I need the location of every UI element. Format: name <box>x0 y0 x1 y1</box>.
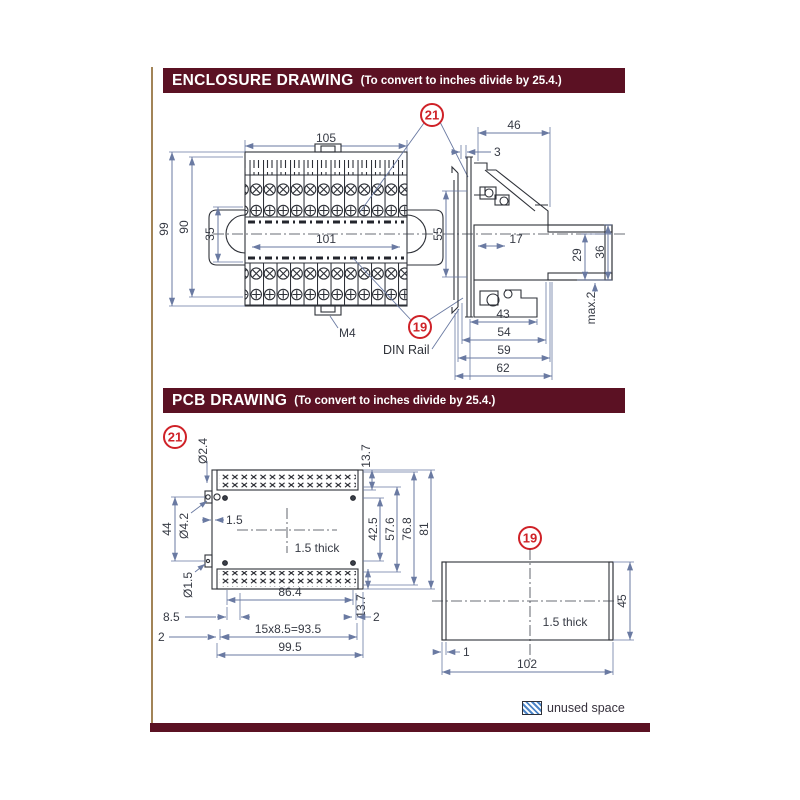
din-rail-label: DIN Rail <box>383 343 430 357</box>
pcb-left-pin-span: 44 <box>160 522 174 536</box>
pcb-left-pitch-total: 15x8.5=93.5 <box>255 622 322 636</box>
dim-front-mid-height: 35 <box>203 227 217 241</box>
dim-side-lower: 29 <box>570 248 584 262</box>
pcb-left-height: 81 <box>417 522 431 536</box>
dim-front-height: 99 <box>157 222 171 236</box>
enclosure-front-view: 105 101 <box>157 131 444 340</box>
enclosure-side-view: 46 3 55 17 29 36 max.2 43 <box>431 118 625 380</box>
dim-side-gap: 3 <box>494 145 501 159</box>
pcb-drawing: 21 1.5 thick 1.5 Ø2.4 <box>158 425 634 676</box>
pcb-left-first-pitch: 8.5 <box>163 610 180 624</box>
dim-side-s2: 54 <box>497 325 511 339</box>
pcb-left-pads-span: 57.6 <box>383 517 397 541</box>
pcb-left-pin-top: Ø2.4 <box>196 438 210 464</box>
dim-front-screw: M4 <box>339 326 356 340</box>
pcb-left-view: 21 1.5 thick 1.5 Ø2.4 <box>158 425 435 659</box>
pcb-left-holes-span: 42.5 <box>366 517 380 541</box>
pcb-left-width: 99.5 <box>278 640 302 654</box>
callout-21: 21 <box>425 108 439 123</box>
dim-side-s3: 59 <box>497 343 511 357</box>
callout-19: 19 <box>413 320 427 335</box>
dim-side-upper: 36 <box>593 245 607 259</box>
pcb-left-strip-bottom: 13.7 <box>354 594 368 618</box>
legend: unused space <box>522 701 625 715</box>
pcb-callout-21: 21 <box>168 430 182 445</box>
pcb-callout-21-circle <box>163 425 187 449</box>
pcb-left-edge: 1.5 <box>226 513 243 527</box>
pcb-left-pads-width: 86.4 <box>278 585 302 599</box>
pcb-callout-19: 19 <box>523 531 537 546</box>
enclosure-header-note: (To convert to inches divide by 25.4.) <box>360 74 562 87</box>
bottom-rule <box>150 723 650 732</box>
pcb-left-thickness: 1.5 thick <box>295 541 341 555</box>
enclosure-section-header: ENCLOSURE DRAWING (To convert to inches … <box>163 68 625 93</box>
unused-space-hatch-swatch <box>522 701 542 715</box>
pcb-right-edge: 1 <box>463 645 470 659</box>
enclosure-callouts: 21 19 DIN Rail <box>352 103 469 357</box>
pcb-left-hole: Ø4.2 <box>177 513 191 539</box>
pcb-left-strip-top: 13.7 <box>359 444 373 468</box>
left-margin-rule <box>151 67 153 723</box>
pcb-right-height: 45 <box>615 594 629 608</box>
dim-front-inner-width: 101 <box>316 232 336 246</box>
pcb-right-thickness: 1.5 thick <box>543 615 589 629</box>
pcb-header-note: (To convert to inches divide by 25.4.) <box>294 394 496 407</box>
enclosure-header-title: ENCLOSURE DRAWING <box>172 71 354 89</box>
pcb-left-pin-bottom: Ø1.5 <box>181 572 195 598</box>
pcb-left-edge-right: 2 <box>373 610 380 624</box>
dim-side-rail-height: 55 <box>431 227 445 241</box>
pcb-left-edge-left: 2 <box>158 630 165 644</box>
pcb-left-inner-span: 76.8 <box>400 517 414 541</box>
callout-21-circle <box>420 103 444 127</box>
legend-label: unused space <box>547 701 625 715</box>
dim-side-s4: 62 <box>496 361 510 375</box>
pcb-right-view: 19 1.5 thick 45 1 102 <box>432 526 634 676</box>
dim-front-width: 105 <box>316 131 336 145</box>
pcb-section-header: PCB DRAWING (To convert to inches divide… <box>163 388 625 413</box>
enclosure-drawing: 105 101 <box>157 103 625 380</box>
dim-side-panel: max.2 <box>584 291 598 324</box>
dim-side-depth: 46 <box>507 118 521 132</box>
dim-side-offset: 17 <box>509 232 523 246</box>
dim-front-inner-height: 90 <box>177 220 191 234</box>
pcb-header-title: PCB DRAWING <box>172 391 288 409</box>
pcb-right-width: 102 <box>517 657 537 671</box>
dim-side-s1: 43 <box>496 307 510 321</box>
callout-19-circle <box>408 315 432 339</box>
